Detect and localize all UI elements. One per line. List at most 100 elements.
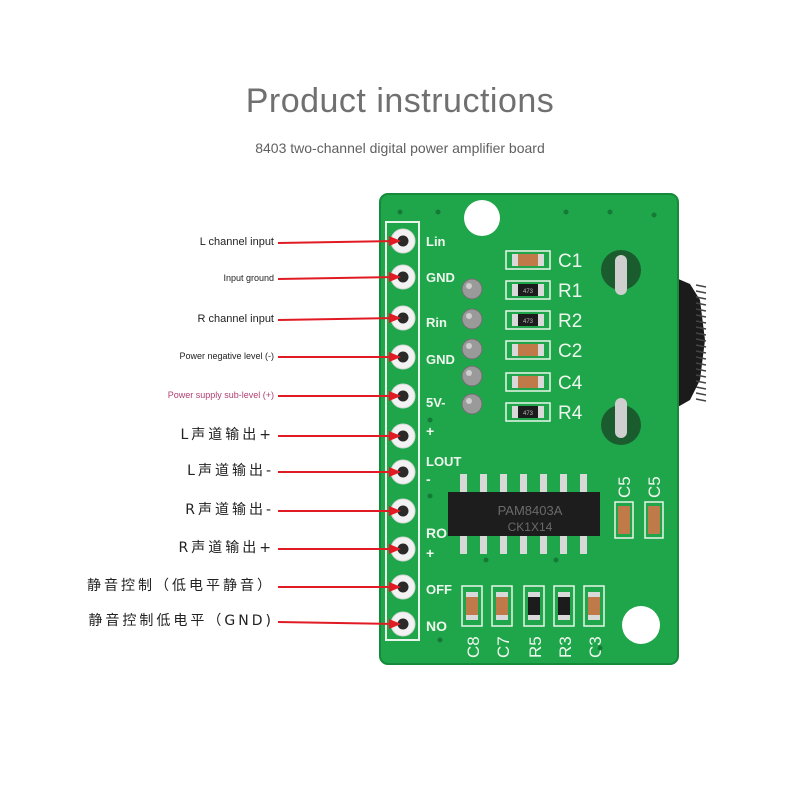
small-via (437, 637, 443, 643)
pin-hole (397, 543, 409, 555)
component-outline (491, 585, 513, 627)
smd-terminal (538, 344, 544, 356)
component-outline (461, 585, 483, 627)
knob-ridge (695, 284, 707, 288)
silkscreen-pin-label: + (426, 423, 434, 439)
via-post (461, 338, 483, 360)
chip-pin (480, 474, 487, 494)
component-label: R4 (558, 403, 583, 424)
pot-lead (615, 398, 627, 438)
via-post (461, 308, 483, 330)
via-post (461, 278, 483, 300)
component-outline (583, 585, 605, 627)
smd-terminal (512, 254, 518, 266)
smd-component (648, 506, 660, 534)
component-label: C7 (494, 636, 513, 658)
chip-pin (560, 474, 567, 494)
via-highlight (466, 283, 472, 289)
silkscreen-pin-label: + (426, 545, 434, 561)
small-via (607, 209, 613, 215)
pin-label: Input ground (223, 272, 274, 283)
chip-pin (520, 534, 527, 554)
pin-hole (397, 235, 409, 247)
pointer-arrowhead (389, 352, 401, 362)
knob-ridge (695, 326, 707, 330)
smd-terminal (528, 615, 540, 620)
resistor-code: 473 (523, 319, 534, 325)
pointer-line (277, 276, 400, 280)
component-label: R3 (556, 636, 575, 658)
component-label: R5 (526, 636, 545, 658)
component-outline (505, 310, 551, 330)
knob-ridge (695, 296, 707, 300)
via-highlight (466, 343, 472, 349)
silkscreen-pin-label: Rin (426, 315, 447, 330)
pin-label: L声道输出+ (180, 427, 274, 443)
silkscreen-pin-label: GND (426, 270, 455, 285)
header-outline (385, 221, 420, 641)
smd-terminal (588, 592, 600, 597)
pin-hole (397, 505, 409, 517)
small-via (397, 209, 403, 215)
smd-component (512, 254, 544, 266)
knob-ridge (695, 392, 707, 396)
pointer-arrowhead (389, 506, 401, 516)
component-outline (505, 372, 551, 392)
silkscreen-pin-label: Lin (426, 234, 446, 249)
chip-pin (460, 474, 467, 494)
chip-pin (500, 474, 507, 494)
chip-pin (540, 534, 547, 554)
small-via (435, 209, 441, 215)
silkscreen-pin-label: RO (426, 525, 447, 541)
pointer-arrowhead (389, 582, 401, 592)
pin-label: R channel input (197, 312, 274, 325)
pot-lead (615, 255, 627, 295)
component-outline (505, 402, 551, 422)
knob-ridge (695, 368, 707, 372)
smd-terminal (538, 284, 544, 296)
pointer-arrowhead (389, 619, 401, 629)
silkscreen-pin-label: NO (426, 618, 447, 634)
smd-component (512, 344, 544, 356)
smd-component (528, 592, 540, 620)
silkscreen-pin-label: GND (426, 352, 455, 367)
pin-hole (397, 466, 409, 478)
silkscreen-pin-label: - (426, 471, 431, 487)
page-subtitle: 8403 two-channel digital power amplifier… (255, 140, 545, 156)
mounting-hole (622, 606, 660, 644)
smd-terminal (466, 615, 478, 620)
chip-pin (540, 474, 547, 494)
pointer-arrowhead (389, 431, 401, 441)
pointer-line (277, 621, 400, 625)
knob-ridge (695, 290, 707, 294)
chip-pin (560, 534, 567, 554)
smd-component (588, 592, 600, 620)
smd-component (512, 314, 544, 326)
knob-ridge (695, 374, 707, 378)
smd-terminal (496, 592, 508, 597)
pointer-arrowhead (389, 544, 401, 554)
chip-pin (580, 534, 587, 554)
knob-ridge (695, 320, 707, 324)
pin-hole (397, 581, 409, 593)
smd-terminal (538, 376, 544, 388)
small-via (427, 417, 433, 423)
knob-ridge (695, 356, 707, 360)
smd-terminal (496, 615, 508, 620)
smd-terminal (512, 376, 518, 388)
pointer-arrowhead (389, 391, 401, 401)
small-via (597, 645, 603, 651)
pin-hole (397, 390, 409, 402)
via-post (461, 393, 483, 415)
smd-terminal (512, 344, 518, 356)
component-label: C3 (586, 636, 605, 658)
component-outline (505, 280, 551, 300)
smd-component (512, 376, 544, 388)
pin-hole (397, 618, 409, 630)
component-label: C4 (558, 373, 583, 394)
via-highlight (466, 370, 472, 376)
knob-ridge (695, 302, 707, 306)
pin-hole (397, 351, 409, 363)
smd-component (512, 406, 544, 418)
pin-label: Power supply sub-level (+) (167, 389, 274, 400)
